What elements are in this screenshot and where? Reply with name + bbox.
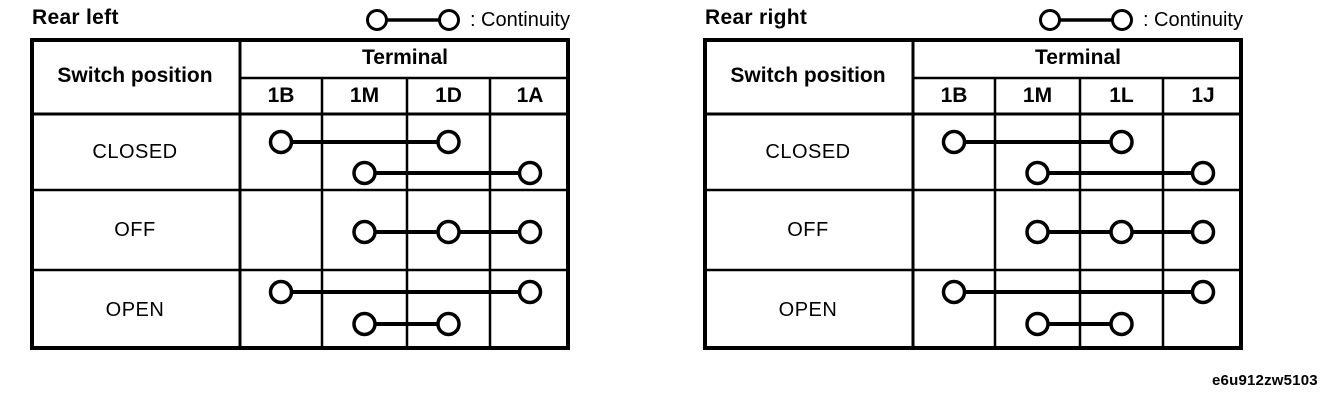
switch-position-header: Switch position xyxy=(730,64,886,87)
terminal-column-header: 1M xyxy=(1022,84,1053,107)
continuity-terminal-circle xyxy=(1025,219,1050,245)
terminal-column-header: 1B xyxy=(267,84,295,107)
legend-label: : Continuity xyxy=(469,8,570,31)
continuity-terminal-circle xyxy=(436,219,461,245)
switch-position-label: CLOSED xyxy=(765,140,851,163)
continuity-terminal-circle xyxy=(1190,219,1216,245)
table-title: Rear left xyxy=(32,6,119,29)
continuity-terminal-circle xyxy=(352,160,377,186)
table-gridlines xyxy=(30,38,570,350)
continuity-table: Switch position Terminal 1B 1M 1D 1A CLOSED OFF… xyxy=(30,38,570,350)
table-gridlines xyxy=(703,38,1243,350)
switch-position-label: OPEN xyxy=(778,298,838,321)
switch-position-label: OPEN xyxy=(105,298,165,321)
table-outer-border xyxy=(703,38,1243,350)
continuity-legend: : Continuity xyxy=(1036,6,1243,34)
continuity-terminal-circle xyxy=(941,129,967,155)
terminal-column-header: 1J xyxy=(1191,84,1215,107)
terminal-column-header: 1D xyxy=(435,84,462,107)
legend-label: : Continuity xyxy=(1142,8,1243,31)
terminal-header: Terminal xyxy=(362,46,448,69)
continuity-symbol-icon xyxy=(365,9,460,31)
continuity-terminal-circle xyxy=(517,160,543,186)
table-outer-border xyxy=(30,38,570,350)
continuity-terminal-circle xyxy=(1025,311,1050,337)
switch-position-label: CLOSED xyxy=(92,140,178,163)
switch-position-label: OFF xyxy=(787,218,829,241)
switch-position-label: OFF xyxy=(114,218,156,241)
continuity-terminal-circle xyxy=(436,129,461,155)
switch-position-header: Switch position xyxy=(57,64,213,87)
continuity-legend: : Continuity xyxy=(363,6,570,34)
continuity-terminal-circle xyxy=(1109,129,1134,155)
continuity-terminal-circle xyxy=(941,279,967,305)
continuity-terminal-circle xyxy=(352,219,377,245)
continuity-table: Switch position Terminal 1B 1M 1L 1J CLOSED OFF… xyxy=(703,38,1243,350)
continuity-terminal-circle xyxy=(517,279,543,305)
rear-right-table-group: Rear right : Continuity Switch position T… xyxy=(703,6,1243,352)
continuity-terminal-circle xyxy=(1190,160,1216,186)
continuity-terminal-circle xyxy=(1109,311,1134,337)
figure-code: e6u912zw5103 xyxy=(1212,372,1318,389)
continuity-terminal-circle xyxy=(1190,279,1216,305)
continuity-terminal-circle xyxy=(352,311,377,337)
continuity-terminal-circle xyxy=(436,311,461,337)
continuity-terminal-circle xyxy=(268,129,294,155)
terminal-column-header: 1B xyxy=(940,84,968,107)
table-title: Rear right xyxy=(705,6,808,29)
continuity-symbol-icon xyxy=(1038,9,1133,31)
rear-left-table-group: Rear left : Continuity Switch position Te… xyxy=(30,6,570,352)
continuity-terminal-circle xyxy=(1025,160,1050,186)
terminal-header: Terminal xyxy=(1035,46,1121,69)
terminal-column-header: 1M xyxy=(349,84,380,107)
continuity-terminal-circle xyxy=(517,219,543,245)
continuity-terminal-circle xyxy=(1109,219,1134,245)
continuity-terminal-circle xyxy=(268,279,294,305)
terminal-column-header: 1L xyxy=(1109,84,1134,107)
terminal-column-header: 1A xyxy=(516,84,544,107)
